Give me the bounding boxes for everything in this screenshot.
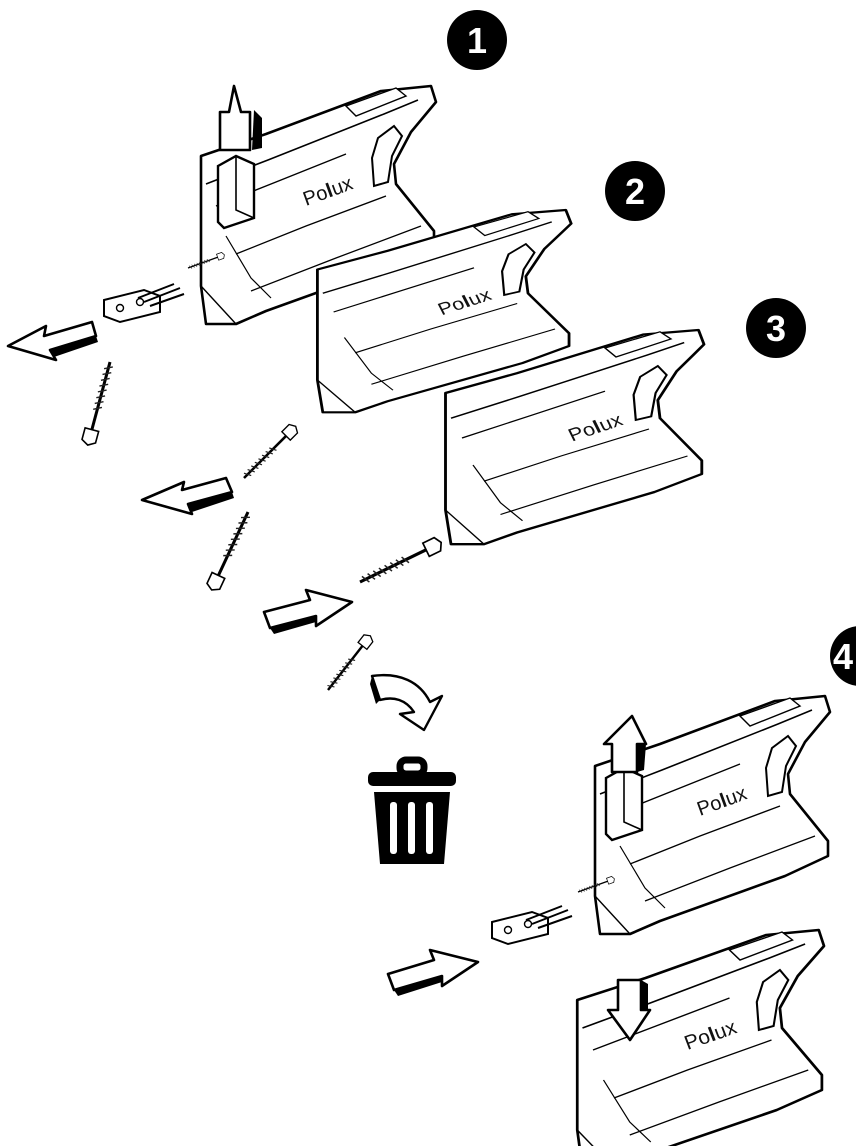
screw-icon [79, 358, 119, 449]
screw-gun-step-4: Polux [593, 694, 832, 936]
trash-icon [368, 756, 456, 864]
screw-icon [203, 507, 256, 595]
arrow-down-icon [606, 978, 652, 1042]
arrow-right-icon [386, 948, 480, 996]
screw-gun-step-1: Polux [199, 84, 438, 326]
step-2-badge: 2 [605, 161, 665, 221]
screw-gun-step-4-reinsert: Polux [575, 928, 826, 1146]
screw-icon [355, 534, 446, 591]
step-2-label: 2 [625, 171, 645, 212]
guide-block [491, 905, 573, 945]
screw-icon [322, 631, 376, 695]
step-3-badge: 3 [746, 298, 806, 358]
guide-block [103, 283, 185, 323]
arrow-up-icon [218, 84, 262, 152]
screw-gun-step-3: Polux [444, 328, 706, 546]
step-4-label: 4 [833, 636, 853, 677]
arrow-up-icon [602, 714, 648, 774]
arrow-left-icon [6, 320, 98, 362]
arrow-left-icon [140, 476, 234, 516]
arrow-right-icon [262, 588, 354, 634]
step-4-badge: 4 [830, 626, 856, 686]
screw-gun-step-2: Polux [315, 208, 573, 414]
curved-arrow-icon [370, 673, 444, 732]
step-3-label: 3 [766, 308, 786, 349]
step-1-badge: 1 [447, 10, 507, 70]
step-1-label: 1 [467, 20, 487, 61]
screw-icon [238, 420, 302, 484]
